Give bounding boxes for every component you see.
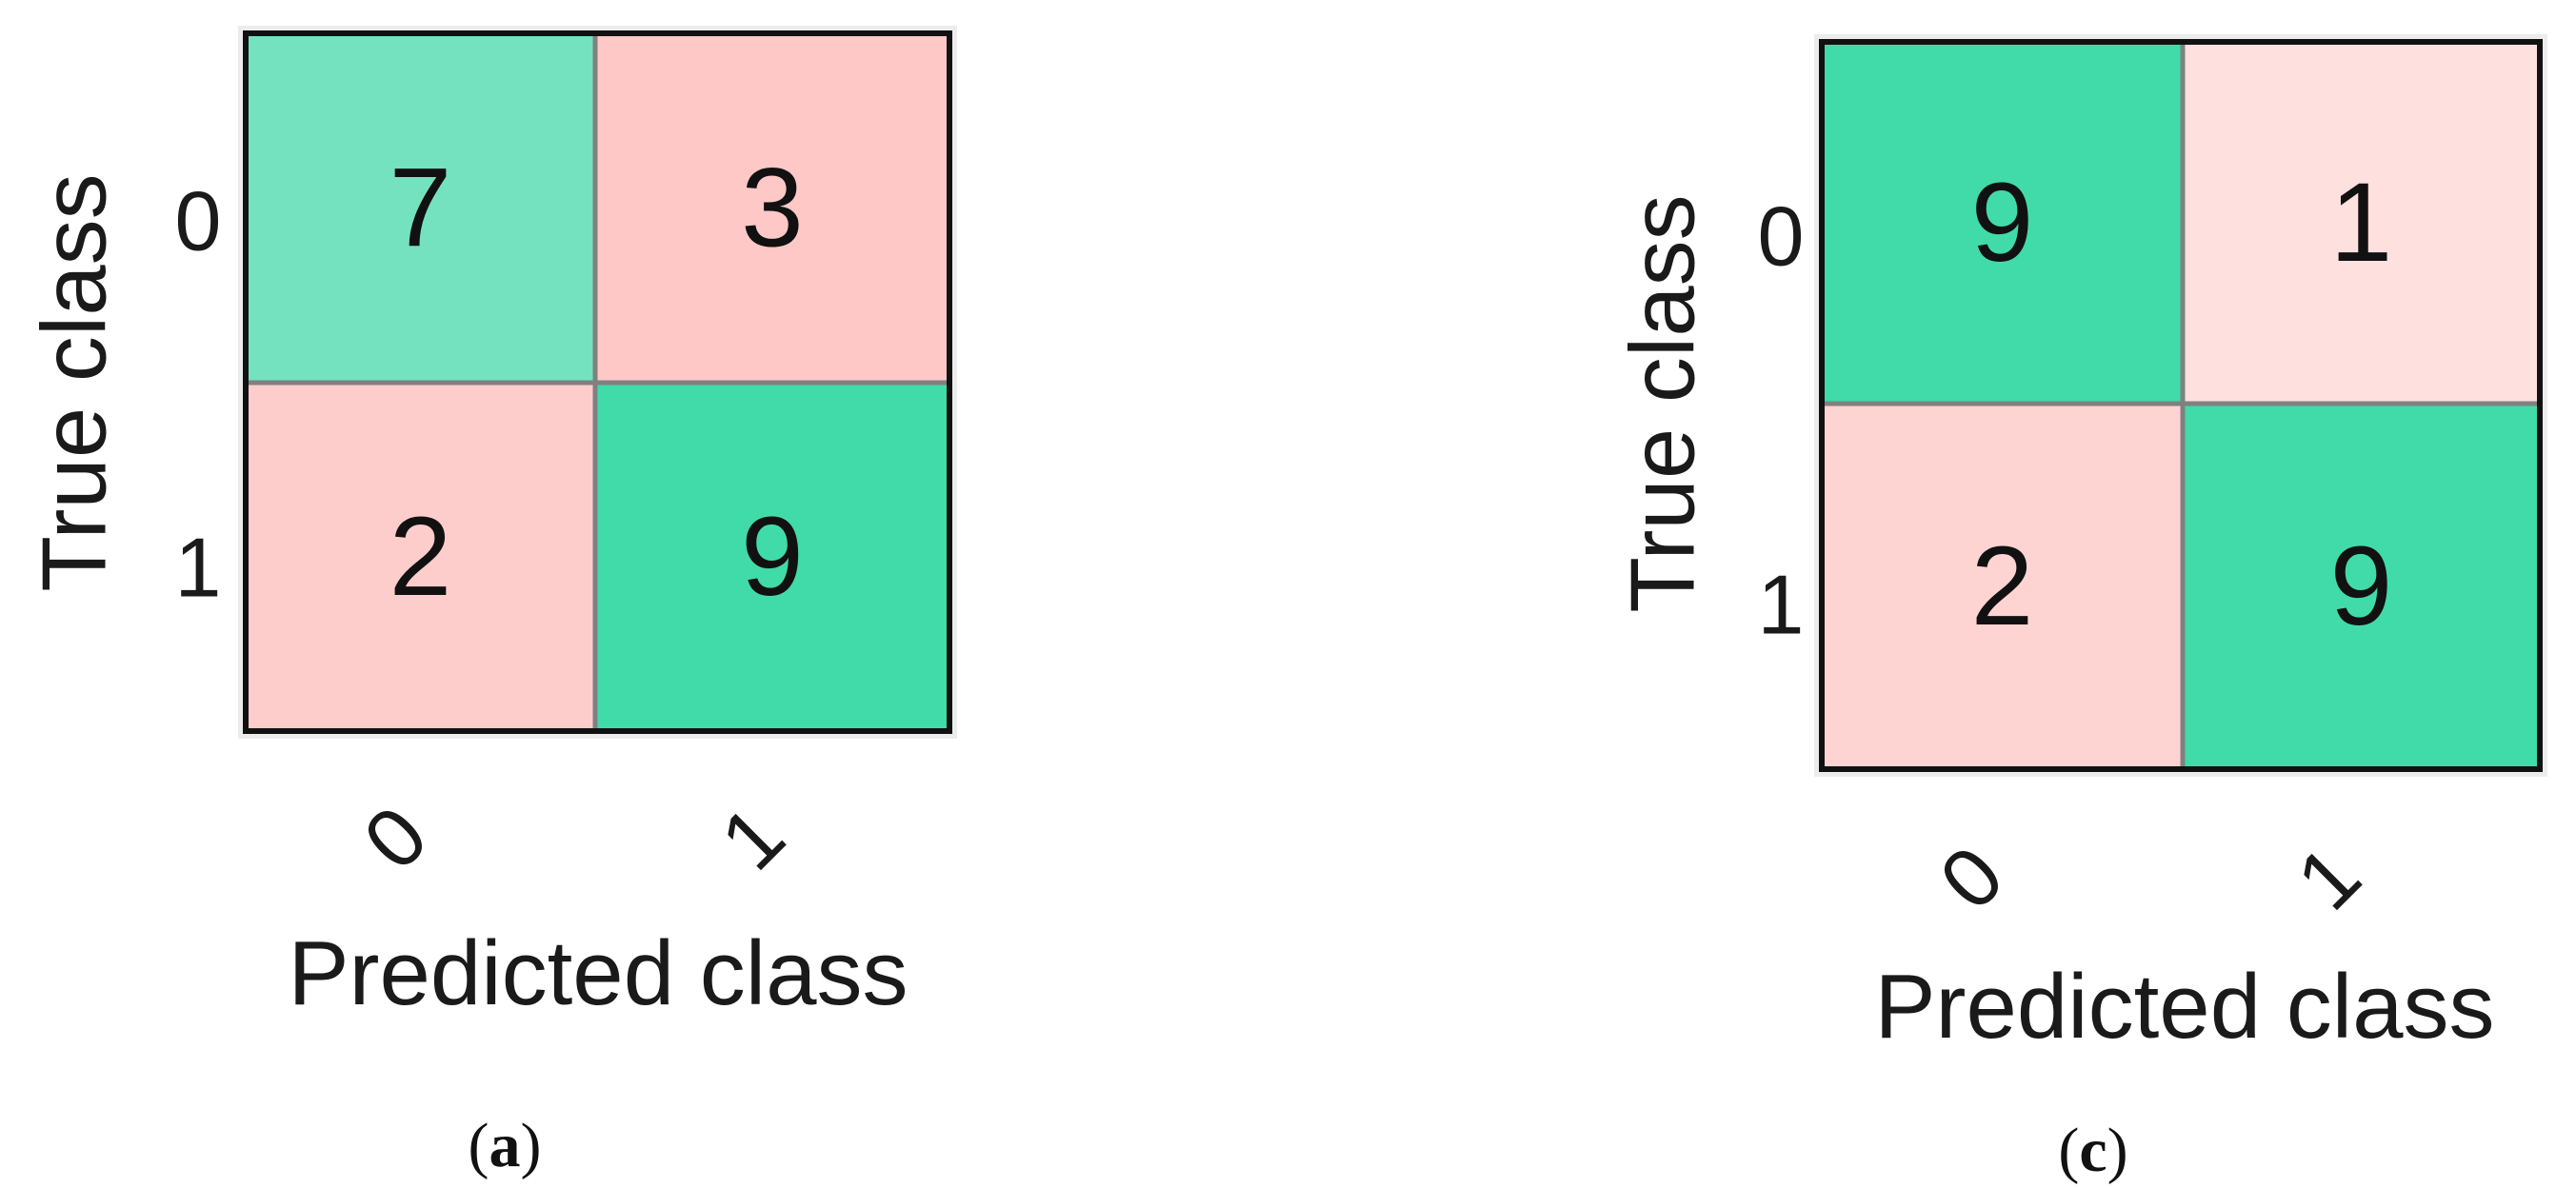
cell-value-label: 9: [2330, 524, 2393, 649]
x-axis-title: Predicted class: [289, 922, 909, 1024]
cell-value-label: 3: [741, 146, 804, 271]
y-tick-label: 1: [175, 521, 222, 615]
cell-value-label: 1: [2330, 160, 2393, 286]
matrix-frame: [1819, 39, 2543, 772]
y-axis-title: True class: [24, 173, 126, 591]
y-tick-label: 1: [1758, 558, 1805, 652]
panel-caption-letter: a: [489, 1111, 521, 1180]
cell-value-label: 7: [389, 146, 452, 271]
x-tick-label: 0: [346, 788, 446, 888]
panel-caption: (a): [469, 1111, 542, 1180]
cell-value-label: 9: [741, 494, 804, 620]
matrix-frame: [243, 30, 952, 734]
y-tick-label: 0: [175, 174, 222, 268]
panel-caption-letter: c: [2079, 1116, 2107, 1185]
matrix-cell-r1-c1: [595, 383, 949, 731]
x-tick-label: 1: [703, 788, 803, 888]
matrix-cell-r0-c0: [1822, 42, 2183, 404]
x-tick-label: 1: [2279, 828, 2379, 928]
matrix-cell-r0-c1: [2183, 42, 2540, 404]
y-axis-title: True class: [1612, 194, 1714, 612]
matrix-cell-r0-c1: [595, 33, 949, 383]
x-axis-title: Predicted class: [1875, 956, 2495, 1058]
x-tick-label: 0: [1922, 828, 2022, 928]
cell-value-label: 9: [1971, 160, 2034, 286]
matrix-cell-r0-c0: [246, 33, 595, 383]
cell-value-label: 2: [1971, 524, 2034, 649]
matrix-cell-r1-c0: [246, 383, 595, 731]
cell-value-label: 2: [389, 494, 452, 620]
y-tick-label: 0: [1758, 189, 1805, 284]
matrix-cell-r1-c1: [2183, 404, 2540, 769]
matrix-cell-r1-c0: [1822, 404, 2183, 769]
panel-caption: (c): [2058, 1116, 2127, 1185]
